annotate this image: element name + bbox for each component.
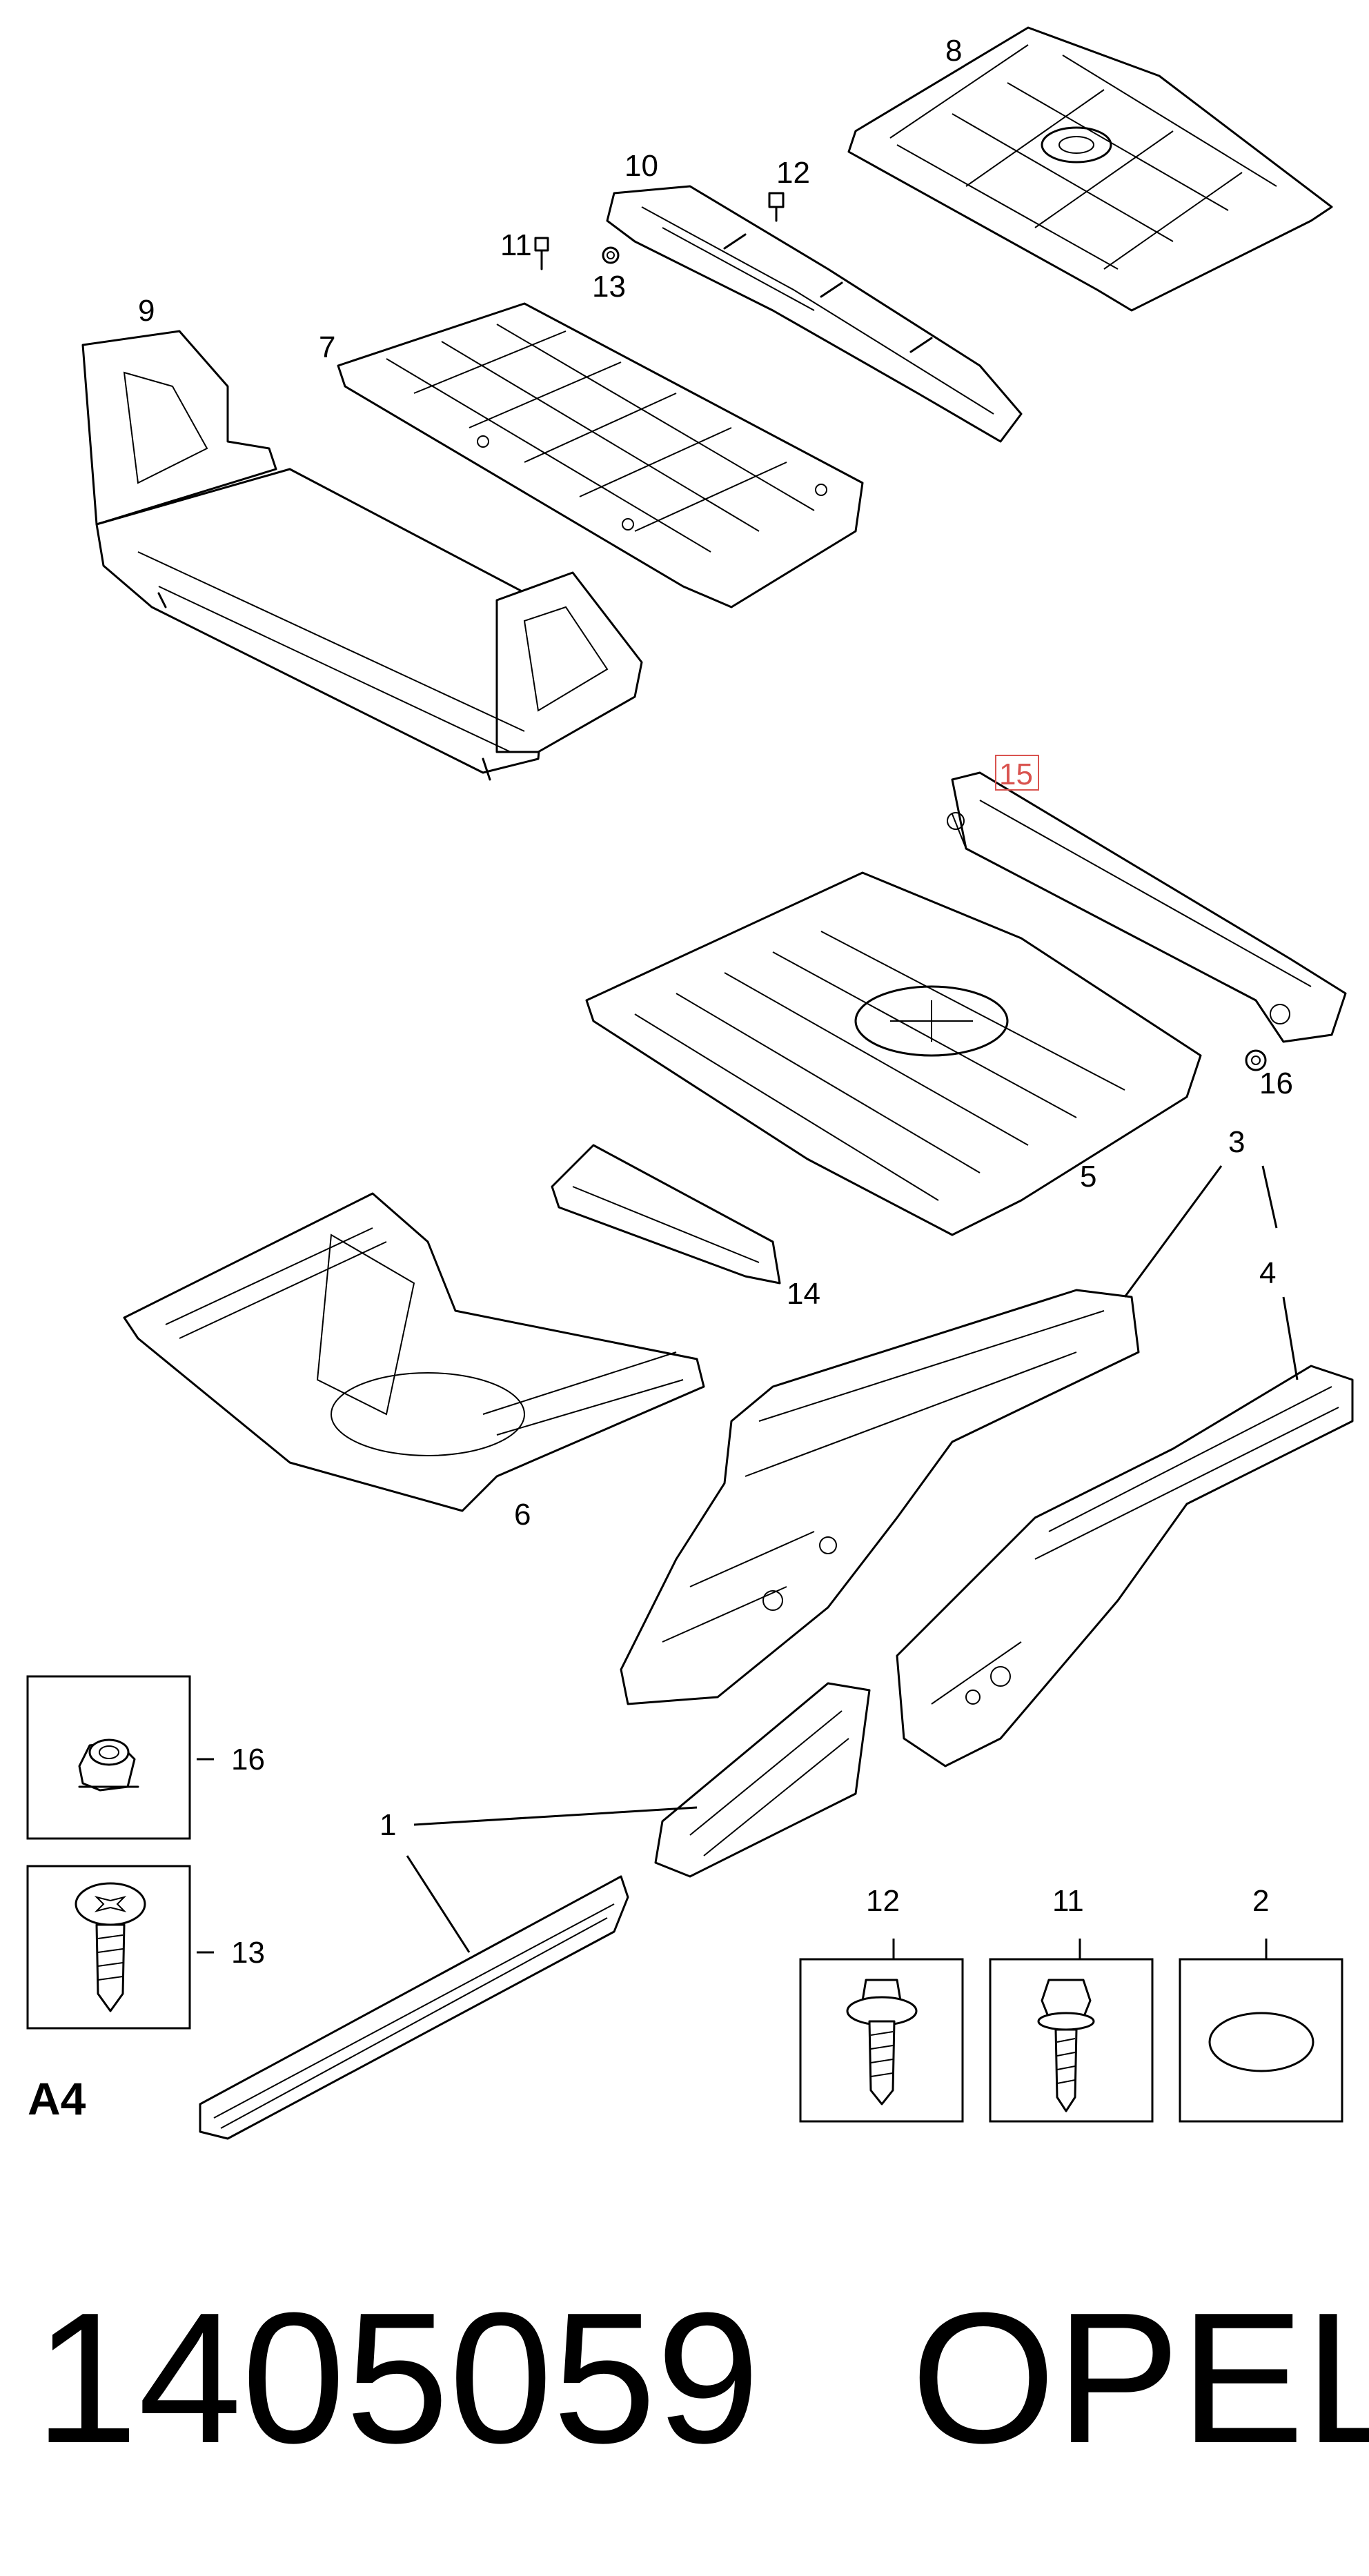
- callout-16: 16: [1259, 1067, 1293, 1100]
- detail-label-12: 12: [866, 1884, 900, 1918]
- part-4-side-member: [896, 1365, 1354, 1767]
- part-3-side-member: [620, 1289, 1140, 1705]
- leader-lines: [197, 1165, 1299, 1959]
- part-6-front-floor-pan: [123, 1192, 705, 1512]
- reference-label: A4: [28, 2073, 86, 2124]
- callout-15-highlight-box: [995, 755, 1039, 791]
- part-15-cross-beam: [947, 771, 1347, 1043]
- part-1-sill-reinforcement: [199, 1682, 871, 2140]
- detail-box-16: [26, 1675, 191, 1840]
- part-10-cross-member: [606, 185, 1023, 443]
- detail-label-2: 2: [1252, 1884, 1269, 1918]
- detail-box-12: [799, 1958, 964, 2123]
- callout-14: 14: [787, 1277, 820, 1311]
- brand-name: OPEL: [911, 2275, 1369, 2482]
- callout-7: 7: [319, 330, 335, 364]
- part-number: 1405059: [35, 2275, 760, 2482]
- callout-12: 12: [776, 156, 810, 190]
- detail-box-11: [989, 1958, 1154, 2123]
- callout-4: 4: [1259, 1256, 1276, 1290]
- detail-box-13: [26, 1865, 191, 2030]
- callout-13: 13: [592, 270, 626, 304]
- part-7-floor-panel: [337, 302, 864, 608]
- detail-label-11: 11: [1052, 1884, 1084, 1918]
- part-8-load-floor-panel: [847, 26, 1333, 312]
- part-14-small-cross-member: [551, 1144, 781, 1285]
- callout-15: 15: [999, 757, 1033, 791]
- part-12-screw: [768, 192, 785, 222]
- detail-label-16: 16: [231, 1743, 265, 1776]
- part-9-rear-frame: [81, 330, 643, 781]
- callout-3: 3: [1228, 1125, 1245, 1159]
- callout-9: 9: [138, 294, 155, 328]
- callout-1: 1: [380, 1808, 396, 1842]
- callout-8: 8: [945, 34, 962, 68]
- detail-box-2: [1179, 1958, 1343, 2123]
- part-11-screw: [534, 237, 549, 270]
- part-13-nut: [602, 246, 620, 264]
- part-5-rear-floor-pan: [585, 871, 1202, 1236]
- callout-6: 6: [514, 1498, 531, 1532]
- part-16-nut: [1245, 1049, 1267, 1071]
- detail-label-13: 13: [231, 1936, 265, 1970]
- callout-5: 5: [1080, 1160, 1096, 1193]
- callout-10: 10: [624, 149, 658, 183]
- callout-11: 11: [500, 228, 532, 262]
